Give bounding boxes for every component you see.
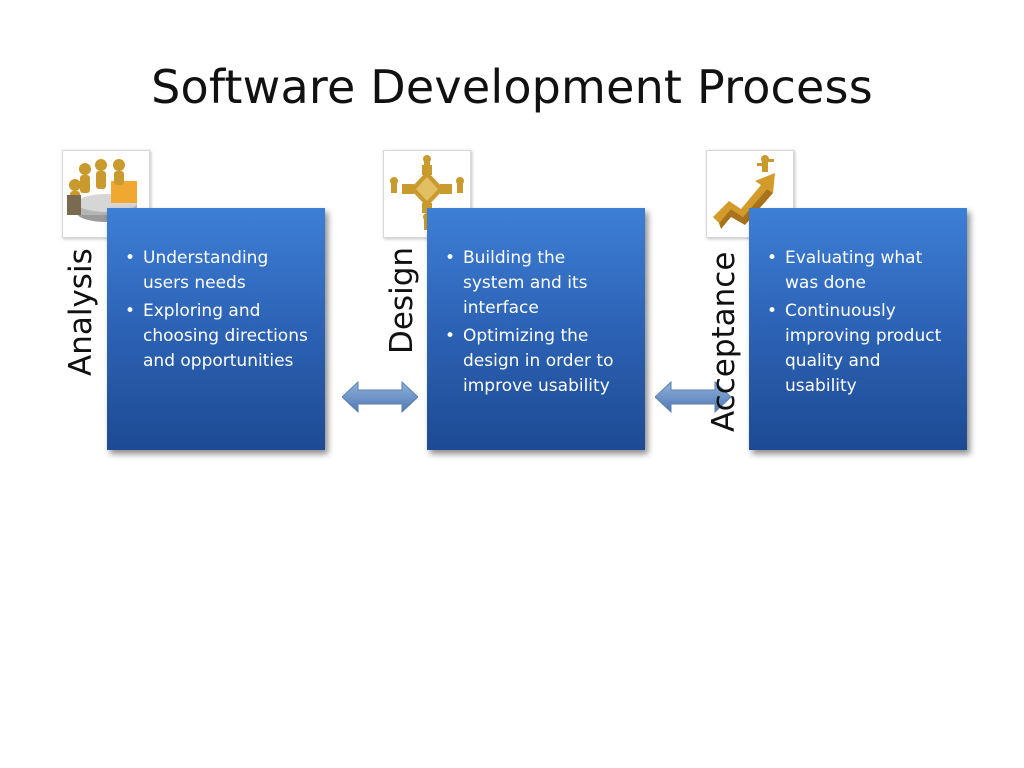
double-arrow-icon — [342, 380, 418, 414]
analysis-stage-label: Analysis — [63, 248, 99, 376]
design-bullet-list: Building the system and its interface Op… — [427, 208, 645, 399]
double-arrow-icon — [655, 380, 731, 414]
analysis-stage-box: Understanding users needs Exploring and … — [107, 208, 325, 450]
acceptance-stage-box: Evaluating what was done Continuously im… — [749, 208, 967, 450]
slide-title: Software Development Process — [151, 60, 873, 114]
design-bullet: Optimizing the design in order to improv… — [445, 324, 631, 399]
design-stage-label: Design — [384, 246, 420, 354]
design-stage-box: Building the system and its interface Op… — [427, 208, 645, 450]
analysis-bullet: Understanding users needs — [125, 246, 311, 296]
acceptance-stage-label: Acceptance — [706, 251, 742, 432]
acceptance-bullet: Continuously improving product quality a… — [767, 299, 953, 399]
analysis-bullet-list: Understanding users needs Exploring and … — [107, 208, 325, 374]
design-bullet: Building the system and its interface — [445, 246, 631, 321]
acceptance-bullet-list: Evaluating what was done Continuously im… — [749, 208, 967, 399]
acceptance-bullet: Evaluating what was done — [767, 246, 953, 296]
analysis-bullet: Exploring and choosing directions and op… — [125, 299, 311, 374]
